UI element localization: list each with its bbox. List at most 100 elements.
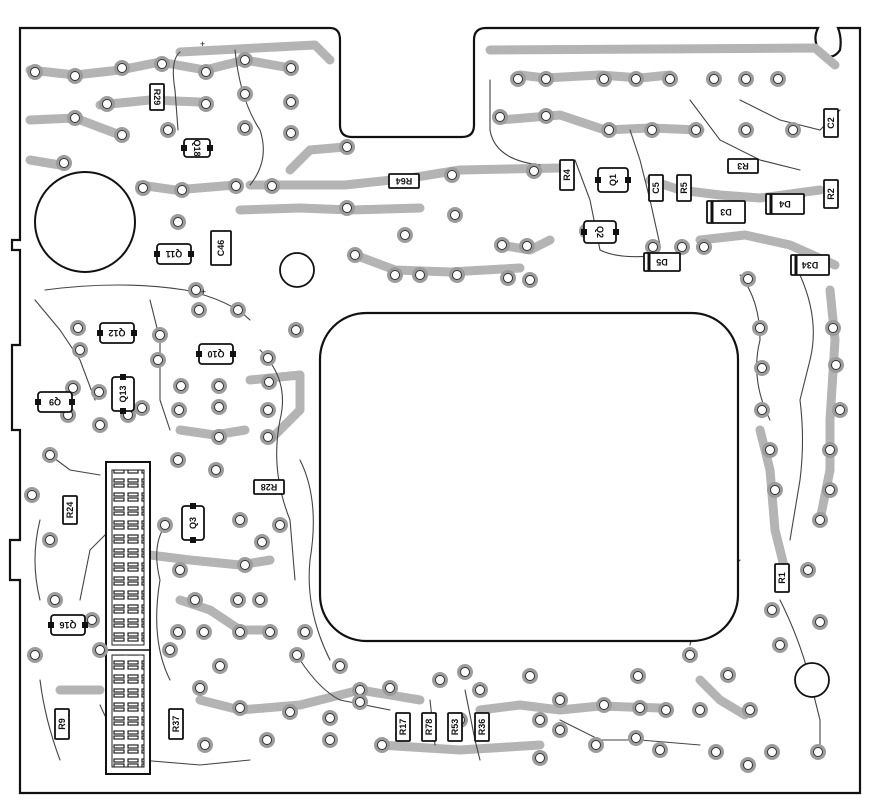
pad-hole [825, 485, 835, 495]
pad-hole [68, 383, 78, 393]
pad-hole [775, 640, 785, 650]
pad-hole [231, 181, 241, 191]
pad-hole [75, 345, 85, 355]
pad-hole [240, 123, 250, 133]
mounting-hole-bottom-right [794, 662, 830, 698]
pad-hole [286, 128, 296, 138]
pad-hole [450, 210, 460, 220]
component-label-r2: R2 [826, 188, 836, 200]
pad-hole [233, 595, 243, 605]
pad-hole [765, 445, 775, 455]
pad-hole [292, 650, 302, 660]
pad-hole [262, 735, 272, 745]
pad-hole [199, 627, 209, 637]
pad-hole [176, 381, 186, 391]
pad-hole [342, 142, 352, 152]
pad-hole [73, 323, 83, 333]
edge-connector [105, 461, 151, 775]
pad-hole [648, 242, 658, 252]
pad-hole [503, 273, 513, 283]
pad-hole [631, 733, 641, 743]
pad-hole [757, 363, 767, 373]
component-label-r28: R28 [261, 482, 278, 492]
pad-hole [165, 645, 175, 655]
pad-hole [45, 535, 55, 545]
component-r53: R53 [447, 712, 463, 742]
pad-hole [835, 405, 845, 415]
pad-hole [355, 685, 365, 695]
component-c5: C5 [648, 174, 664, 202]
component-label-r37: R37 [171, 716, 181, 733]
component-label-r1: R1 [777, 572, 787, 584]
pad-hole [94, 387, 104, 397]
pad-hole [70, 113, 80, 123]
pad-hole [529, 166, 539, 176]
pad-hole [50, 595, 60, 605]
pad-hole [825, 445, 835, 455]
pad-hole [685, 650, 695, 660]
pad-hole [264, 377, 274, 387]
pad-hole [200, 740, 210, 750]
pad-hole [177, 185, 187, 195]
component-label-d4: D4 [779, 199, 791, 209]
pad-hole [741, 125, 751, 135]
pad-hole [513, 74, 523, 84]
component-r1: R1 [774, 563, 790, 593]
component-q13: Q13 [111, 374, 135, 414]
component-q10: Q10 [196, 343, 236, 365]
pad-hole [235, 515, 245, 525]
pad-hole [745, 705, 755, 715]
pad-hole [711, 747, 721, 757]
pad-hole [211, 465, 221, 475]
component-label-r17: R17 [398, 719, 408, 736]
pad-hole [342, 203, 352, 213]
component-label-q16: Q16 [59, 620, 76, 630]
pad-hole [695, 705, 705, 715]
component-r36: R36 [474, 712, 490, 742]
component-label-d3: D3 [720, 207, 732, 217]
component-r17: R17 [395, 712, 411, 742]
pad-hole [803, 565, 813, 575]
component-r78: R78 [421, 712, 437, 742]
pad-hole [155, 330, 165, 340]
component-d34: D34 [790, 254, 830, 276]
component-r28: R28 [253, 479, 285, 495]
pad-hole [160, 520, 170, 530]
pad-hole [435, 675, 445, 685]
pad-hole [235, 627, 245, 637]
component-q16: Q16 [48, 614, 88, 636]
component-label-q18: Q18 [192, 139, 202, 156]
pad-hole [87, 615, 97, 625]
pad-hole [723, 670, 733, 680]
pad-hole [201, 67, 211, 77]
pad-hole [599, 74, 609, 84]
component-d4: D4 [765, 193, 805, 215]
pad-hole [591, 740, 601, 750]
pad-hole [661, 705, 671, 715]
pad-hole [240, 89, 250, 99]
component-q1: Q1 [595, 167, 631, 193]
pad-hole [173, 217, 183, 227]
component-d5: D5 [643, 252, 681, 272]
pad-hole [400, 230, 410, 240]
pad-hole [201, 99, 211, 109]
component-r4: R4 [559, 159, 575, 191]
pad-hole [699, 242, 709, 252]
pad-hole [240, 55, 250, 65]
pad-hole [214, 381, 224, 391]
pad-hole [194, 305, 204, 315]
pad-hole [815, 617, 825, 627]
pad-hole [45, 450, 55, 460]
pad-hole [300, 627, 310, 637]
component-label-q13: Q13 [118, 385, 128, 402]
pad-hole [163, 125, 173, 135]
component-label-r5: R5 [679, 182, 689, 194]
pad-hole [691, 125, 701, 135]
pad-hole [173, 455, 183, 465]
component-label-r36: R36 [477, 719, 487, 736]
pad-hole [275, 520, 285, 530]
pad-hole [214, 402, 224, 412]
component-label-d34: D34 [802, 260, 819, 270]
pad-hole [743, 760, 753, 770]
pad-hole [102, 99, 112, 109]
